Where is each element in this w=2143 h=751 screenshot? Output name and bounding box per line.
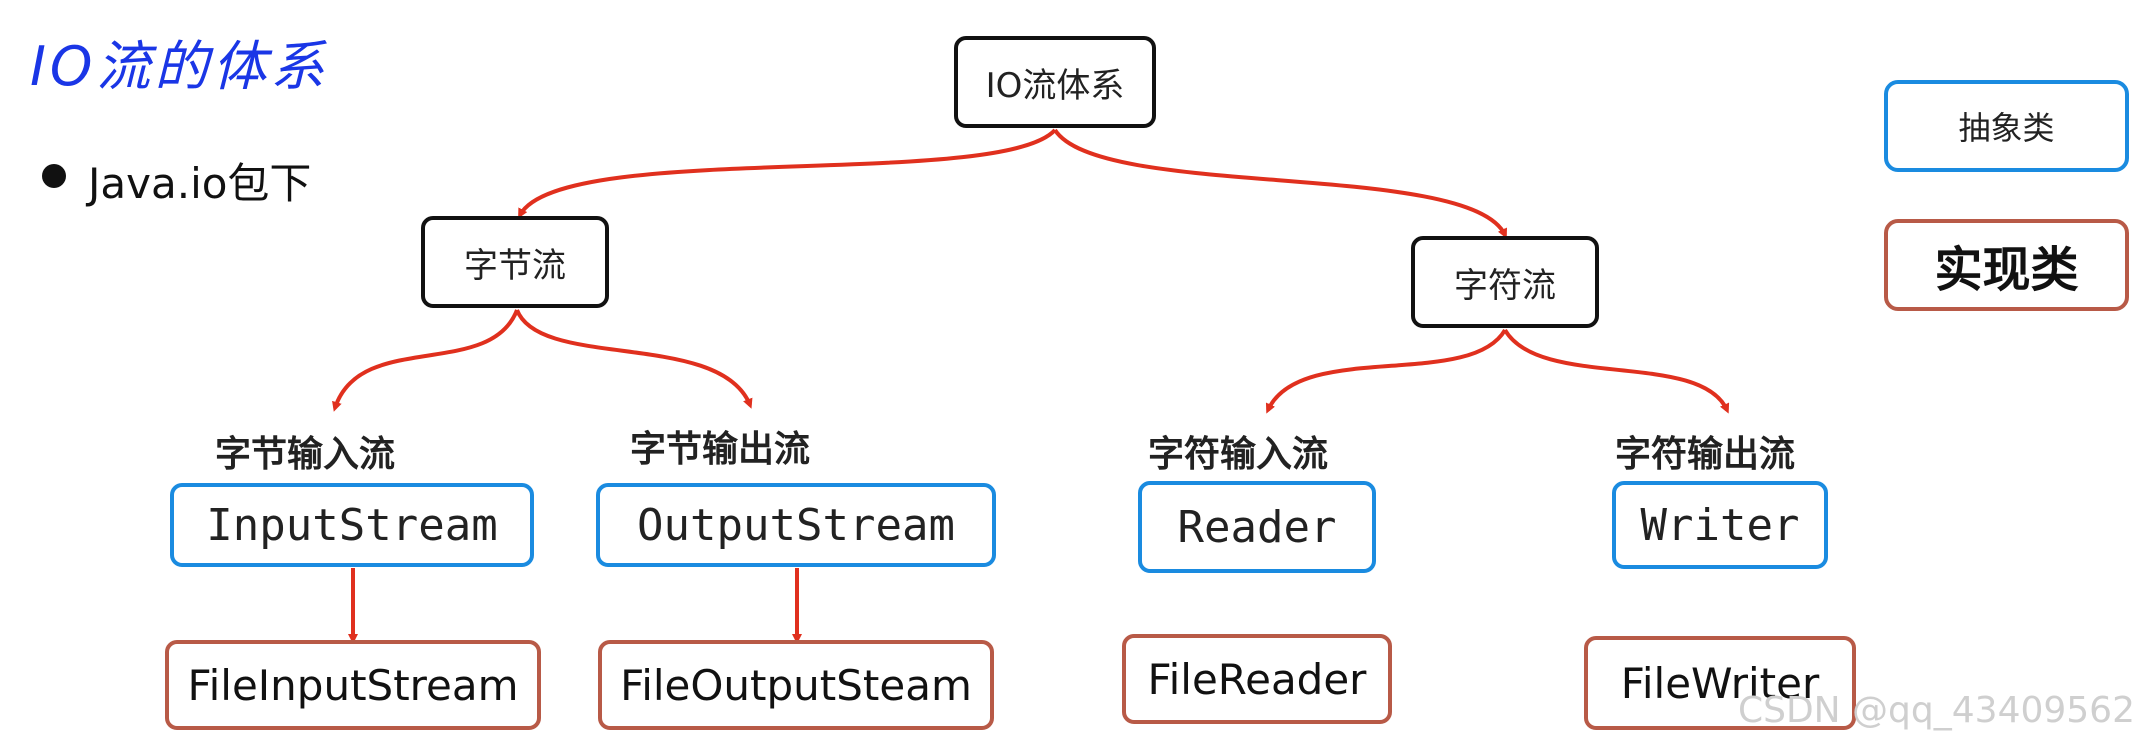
node-writer: Writer — [1612, 481, 1828, 569]
node-fileoutputsteam: FileOutputSteam — [598, 640, 994, 730]
node-fileinputstream: FileInputStream — [165, 640, 541, 730]
legend-implementation-class: 实现类 — [1884, 219, 2129, 311]
watermark: CSDN @qq_43409562 — [1737, 690, 2135, 731]
legend-abstract-class: 抽象类 — [1884, 80, 2129, 172]
bullet-dot — [42, 164, 66, 188]
node-char-stream: 字符流 — [1411, 236, 1599, 328]
arrow-char-to-out — [1503, 328, 1730, 414]
node-root: IO流体系 — [954, 36, 1156, 128]
node-reader: Reader — [1138, 481, 1376, 573]
bullet-text: Java.io包下 — [88, 159, 312, 208]
label-byte-output: 字节输出流 — [630, 429, 811, 470]
arrow-root-to-char — [1053, 128, 1507, 239]
node-byte-stream: 字节流 — [421, 216, 609, 308]
node-outputstream: OutputStream — [596, 483, 996, 567]
label-byte-input: 字节输入流 — [215, 434, 396, 475]
page-title: IO流的体系 — [30, 35, 329, 98]
node-filewriter: FileWriter — [1584, 636, 1856, 730]
label-char-output: 字符输出流 — [1615, 434, 1796, 475]
arrow-byte-to-out — [515, 309, 753, 409]
arrow-byte-to-in — [332, 309, 519, 412]
arrow-root-to-byte — [518, 128, 1057, 219]
label-char-input: 字符输入流 — [1148, 434, 1329, 475]
arrow-char-to-in — [1265, 328, 1507, 414]
node-filereader: FileReader — [1122, 634, 1392, 724]
node-inputstream: InputStream — [170, 483, 534, 567]
